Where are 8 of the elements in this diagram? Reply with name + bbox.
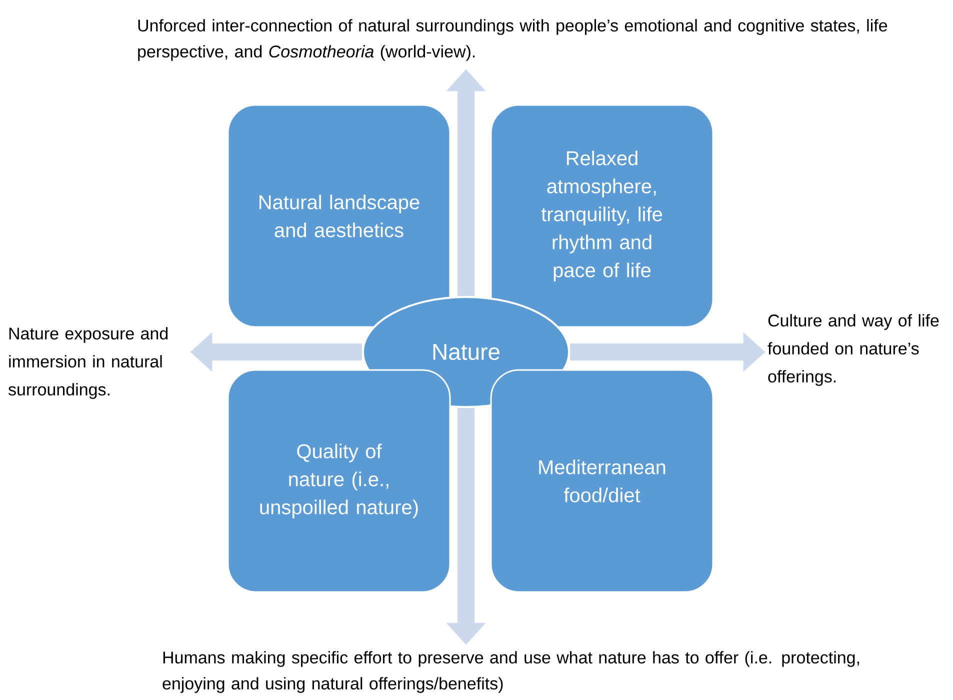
rounded-box: Natural landscape and aesthetics (227, 104, 451, 328)
caption-text: Nature exposure and immersion in natural surroundings. (8, 327, 168, 399)
rounded-box: Mediterranean food/diet (490, 369, 714, 593)
rounded-box: Quality of nature (i.e., unspoilled nature) (227, 369, 451, 593)
rounded-box: Relaxed atmosphere, tranquility, life rhythm and pace of life (490, 104, 714, 328)
caption-text: Unforced inter-connection of natural surroundings with people’s emotional and cognitive states, life perspective, and Cosmotheoria (world-view). (138, 19, 888, 61)
caption-text: Culture and way of life founded on nature’s offerings. (768, 314, 939, 386)
caption-text: Humans making specific effort to preserve and use what nature has to offer (i.e. protecting, enjoying and using natural offerings/benefits) (162, 651, 859, 693)
